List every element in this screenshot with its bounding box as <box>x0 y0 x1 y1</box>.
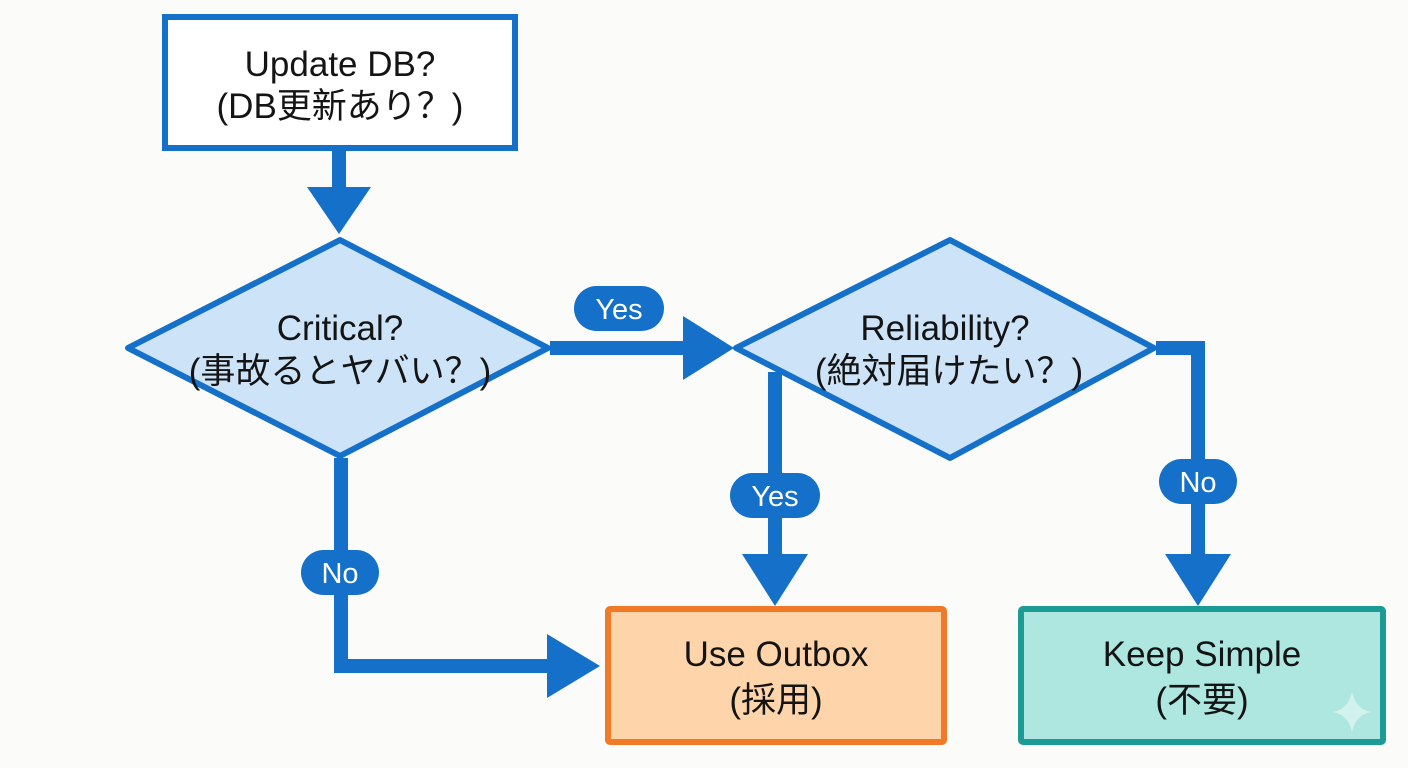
node-critical-subtitle: (事故るとヤバい？) <box>189 352 492 391</box>
edge-label-critical-no: No <box>301 550 379 595</box>
node-update-db-subtitle: (DB更新あり？) <box>217 87 464 126</box>
edge-label-critical-yes-pill <box>574 286 664 331</box>
node-critical-title: Critical? <box>277 309 403 348</box>
node-keep-simple: Keep Simple (不要) <box>1018 606 1386 745</box>
edge-label-critical-no-text: No <box>321 558 358 590</box>
node-keep-simple-title: Keep Simple <box>1103 635 1301 674</box>
connector-critical-no <box>334 458 552 673</box>
arrowhead-down-keep-simple <box>1165 554 1231 606</box>
edge-label-reliability-no: No <box>1159 459 1237 504</box>
node-keep-simple-subtitle: (不要) <box>1155 681 1248 720</box>
node-reliability-subtitle: (絶対届けたい？) <box>815 352 1083 391</box>
node-reliability-title: Reliability? <box>860 309 1029 348</box>
node-update-db: Update DB? (DB更新あり？) <box>162 14 518 151</box>
node-critical: Critical? (事故るとヤバい？) <box>125 237 551 459</box>
connector-reliability-no <box>1156 341 1205 560</box>
arrowhead-right-outbox-from-critical <box>547 634 600 698</box>
node-use-outbox: Use Outbox (採用) <box>605 606 947 745</box>
node-use-outbox-box <box>605 606 947 745</box>
node-update-db-title: Update DB? <box>245 45 436 84</box>
sparkle-icon <box>1333 691 1371 733</box>
edge-label-reliability-no-pill <box>1159 459 1237 504</box>
arrowheads <box>307 187 1231 698</box>
edge-label-reliability-no-text: No <box>1179 467 1216 499</box>
arrowhead-down-critical <box>307 187 371 234</box>
edge-label-reliability-yes: Yes <box>730 473 820 518</box>
node-critical-diamond <box>125 237 551 459</box>
node-reliability-diamond <box>733 237 1157 461</box>
arrowhead-right-reliability <box>683 316 734 380</box>
edge-label-critical-yes: Yes <box>574 286 664 331</box>
edge-label-reliability-yes-text: Yes <box>751 481 798 513</box>
node-reliability: Reliability? (絶対届けたい？) <box>733 237 1157 461</box>
node-use-outbox-title: Use Outbox <box>684 635 869 674</box>
arrowhead-down-outbox <box>742 554 808 606</box>
edge-label-critical-yes-text: Yes <box>595 294 642 326</box>
edge-label-reliability-yes-pill <box>730 473 820 518</box>
node-use-outbox-subtitle: (採用) <box>729 681 822 720</box>
edge-label-critical-no-pill <box>301 550 379 595</box>
node-keep-simple-box <box>1018 606 1386 745</box>
node-update-db-box <box>162 14 518 151</box>
